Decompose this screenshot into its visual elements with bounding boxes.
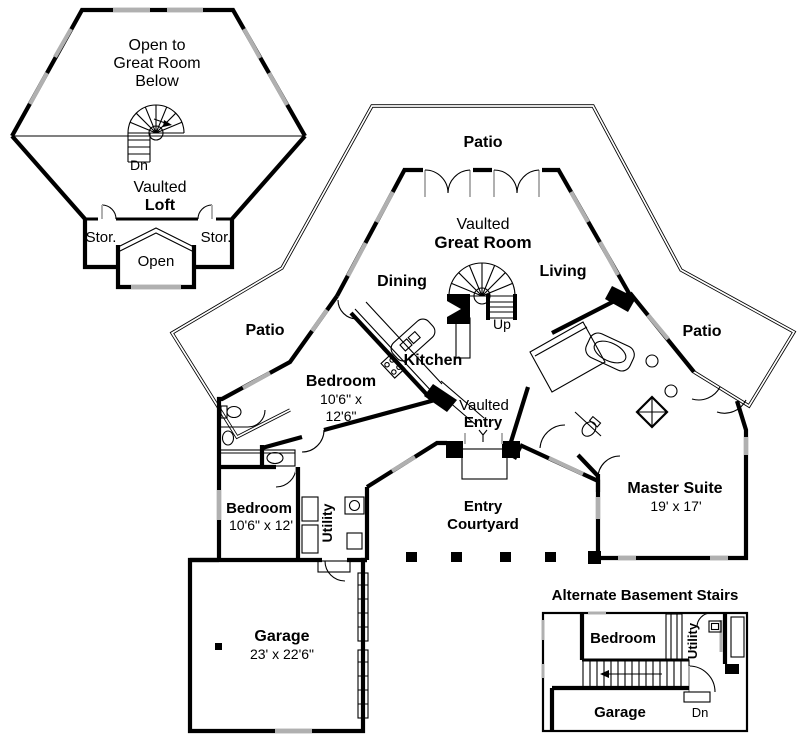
loft-open-below-line2: Great Room (113, 55, 200, 72)
master-bath-sink1 (645, 354, 659, 368)
entry-label-line1: Vaulted (459, 397, 509, 414)
patio-top-label: Patio (463, 134, 502, 151)
master-shower (635, 395, 669, 429)
loft-vaulted-label: Vaulted (133, 179, 186, 196)
inset-bedroom-label: Bedroom (590, 630, 656, 647)
entry-east-block (502, 441, 522, 460)
courtyard-east-window (548, 456, 584, 476)
great-room-label-line2: Great Room (434, 233, 531, 252)
inset-closet (665, 613, 683, 661)
up-label: Up (493, 316, 511, 332)
inset-dn-label: Dn (692, 705, 709, 720)
loft-open-below-line1: Open to (129, 37, 186, 54)
kitchen-island (390, 318, 436, 362)
loft-plan: Open to Great Room Below Dn Vaulted Loft… (10, 7, 307, 290)
master-bath (529, 286, 696, 449)
entry-porch (461, 448, 508, 480)
stove (380, 353, 406, 379)
courtyard-label-line2: Courtyard (447, 516, 519, 533)
bedroom2-dims: 10'6" x 12' (229, 517, 293, 533)
garage-dims: 23' x 22'6" (250, 646, 314, 662)
bedroom2-label: Bedroom (226, 500, 292, 517)
patio-outline (169, 104, 797, 440)
main-spiral-stair (448, 262, 517, 320)
courtyard-label-line1: Entry (464, 498, 503, 515)
master-wc (574, 411, 602, 437)
garage-walls (187, 557, 369, 734)
great-room-windows (346, 190, 620, 277)
utility-fixtures (301, 496, 365, 573)
inset-garage-label: Garage (594, 704, 646, 721)
entry-closet-block (424, 384, 457, 412)
main-plan: Patio Vaulted Great Room Dining Living U… (169, 104, 797, 734)
kitchen-counter-lines (354, 301, 485, 426)
inset-utility (696, 612, 745, 674)
fireplace (447, 294, 470, 324)
storage-right-label: Stor. (201, 229, 232, 246)
inset-utility-label: Utility (685, 622, 700, 659)
courtyard-west-window (390, 455, 417, 473)
patio-right-label: Patio (682, 323, 721, 340)
loft-storage-door-leaves (101, 205, 213, 219)
inset-stair-landing (683, 691, 711, 703)
garage-post (215, 643, 222, 650)
french-door-arcs (424, 169, 540, 194)
loft-windows (28, 7, 289, 107)
inset-windows (541, 611, 606, 678)
loft-lower-walls (10, 134, 307, 290)
inset-stair-door-arc (688, 665, 716, 693)
inset-plan: Alternate Basement Stairs (541, 587, 749, 733)
bedroom2-utility-walls (190, 467, 370, 563)
storage-left-label: Stor. (86, 229, 117, 246)
bath2 (218, 405, 297, 488)
hall-walls (259, 386, 531, 467)
master-suite-dims: 19' x 17' (650, 498, 701, 514)
master-suite-label: Master Suite (627, 480, 722, 497)
master-patio-door-arcs (691, 386, 747, 414)
master-suite-walls (576, 386, 749, 561)
courtyard-west-wall (365, 440, 447, 489)
west-windows (216, 308, 329, 520)
dining-label: Dining (377, 273, 427, 290)
courtyard-posts (406, 551, 601, 564)
loft-dn-label: Dn (130, 157, 148, 173)
loft-name-label: Loft (145, 197, 176, 214)
great-room-label-line1: Vaulted (456, 216, 509, 233)
inset-stairs (582, 659, 690, 689)
living-label: Living (539, 263, 586, 280)
loft-chevron (117, 227, 195, 253)
garage-doors (357, 572, 369, 719)
master-bath-sink2 (664, 384, 678, 398)
loft-spiral-stair (127, 104, 185, 163)
courtyard-east-wall (519, 443, 601, 492)
bedroom1-kitchen-wall (349, 311, 433, 401)
entry-label-line2: Entry (464, 414, 503, 431)
loft-open-label: Open (138, 253, 175, 270)
patio-left-label: Patio (245, 322, 284, 339)
bedroom1-label: Bedroom (306, 373, 376, 390)
walk-in-closet (529, 321, 606, 393)
bedroom1-dims-line1: 10'6" x (320, 391, 362, 407)
loft-storage-door-arcs (101, 204, 213, 220)
kitchen-label: Kitchen (404, 352, 463, 369)
bedroom1-door-arc (301, 429, 325, 453)
utility-label: Utility (319, 503, 335, 542)
inset-title: Alternate Basement Stairs (552, 587, 739, 604)
loft-open-below-line3: Below (135, 73, 179, 90)
inset-garage-walls (549, 685, 689, 731)
bedroom1-dims-line2: 12'6" (325, 408, 356, 424)
garage-label: Garage (254, 628, 309, 645)
french-door-panels (424, 170, 540, 197)
great-room-walls (335, 167, 632, 297)
